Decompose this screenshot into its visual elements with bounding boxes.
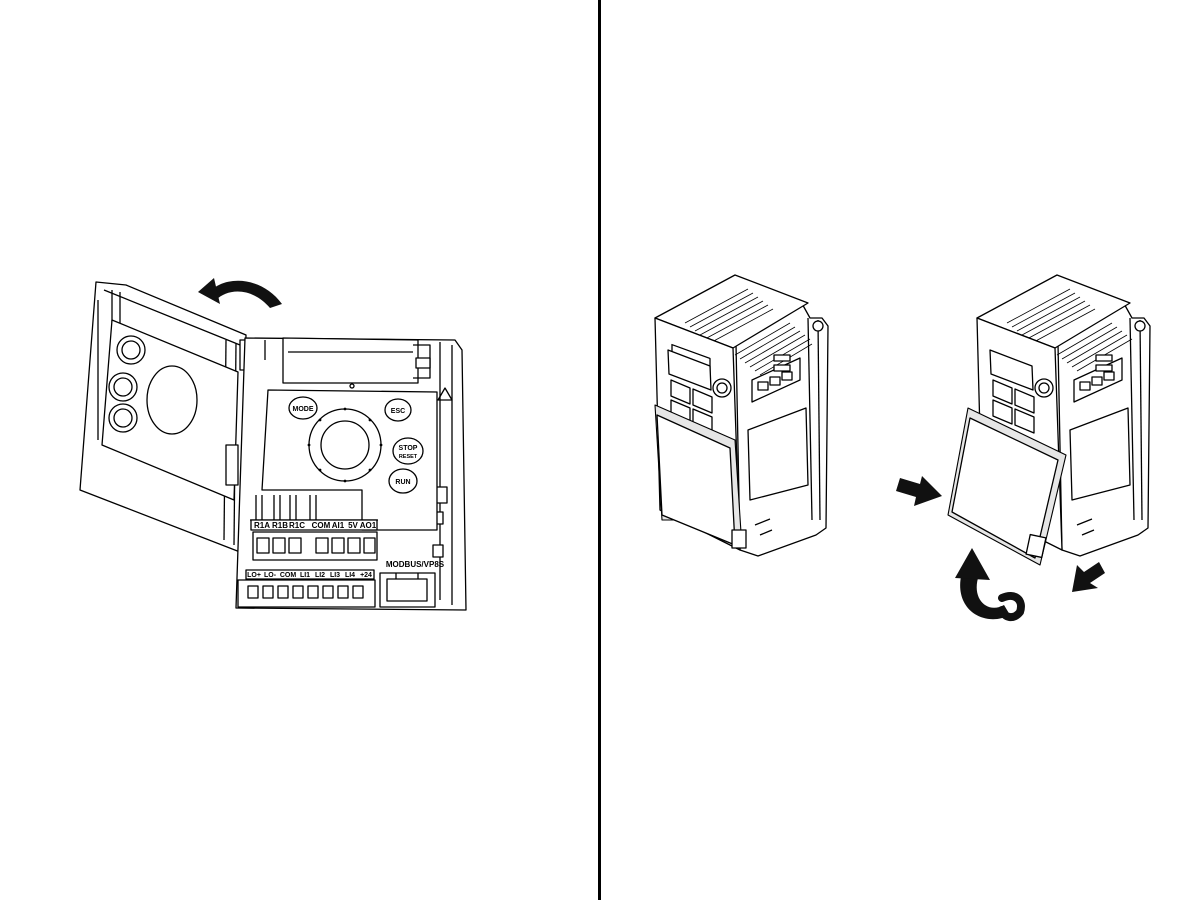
terminal-label-lo-minus: LO- bbox=[264, 572, 277, 579]
upper-terminal-block: R1A R1B R1C COM AI1 5V AO1 bbox=[250, 519, 378, 561]
esc-key-label: ESC bbox=[391, 408, 405, 415]
terminal-label-li1: LI1 bbox=[300, 572, 310, 579]
rj45-port bbox=[379, 572, 436, 608]
terminal-label-ao1: AO1 bbox=[360, 521, 377, 530]
terminal-label-com-2: COM bbox=[280, 572, 297, 579]
terminal-label-lo-plus: LO+ bbox=[247, 572, 261, 579]
press-right-arrow-icon bbox=[1072, 562, 1105, 592]
panel-divider bbox=[598, 0, 601, 900]
drive-closed bbox=[654, 274, 829, 557]
terminal-label-li3: LI3 bbox=[330, 572, 340, 579]
mode-key-label: MODE bbox=[293, 406, 314, 413]
run-key-label: RUN bbox=[395, 479, 410, 486]
left-illustration: MODE ESC STOP bbox=[79, 278, 467, 611]
terminal-label-r1b: R1B bbox=[272, 521, 288, 530]
terminal-label-5v: 5V bbox=[348, 521, 358, 530]
run-key: RUN bbox=[388, 468, 418, 494]
keypad-panel: MODE ESC STOP bbox=[261, 389, 438, 531]
esc-key: ESC bbox=[384, 398, 412, 422]
modbus-port-label: MODBUS/VP8S bbox=[386, 560, 445, 569]
rotate-open-arrow-icon bbox=[198, 278, 282, 308]
lift-curved-arrow-icon bbox=[955, 548, 1025, 621]
stop-reset-key: STOP RESET bbox=[392, 437, 424, 465]
opened-front-cover bbox=[79, 281, 255, 553]
terminal-label-li4: LI4 bbox=[345, 572, 355, 579]
terminal-label-r1c: R1C bbox=[289, 521, 305, 530]
jog-dial-icon bbox=[307, 407, 383, 483]
top-vents bbox=[684, 288, 813, 376]
mode-key: MODE bbox=[288, 396, 318, 420]
terminal-label-24v: +24 bbox=[360, 572, 372, 579]
stop-key-label: STOP bbox=[399, 445, 418, 452]
press-left-arrow-icon bbox=[896, 476, 942, 506]
terminal-label-li2: LI2 bbox=[315, 572, 325, 579]
terminal-label-r1a: R1A bbox=[254, 521, 270, 530]
terminal-label-ai1: AI1 bbox=[332, 521, 345, 530]
reset-key-label: RESET bbox=[399, 454, 418, 460]
drive-cover-removal bbox=[947, 274, 1151, 566]
lower-terminal-block: LO+ LO- COM LI1 LI2 LI3 LI4 +24 bbox=[237, 569, 376, 608]
terminal-label-com: COM bbox=[312, 521, 331, 530]
